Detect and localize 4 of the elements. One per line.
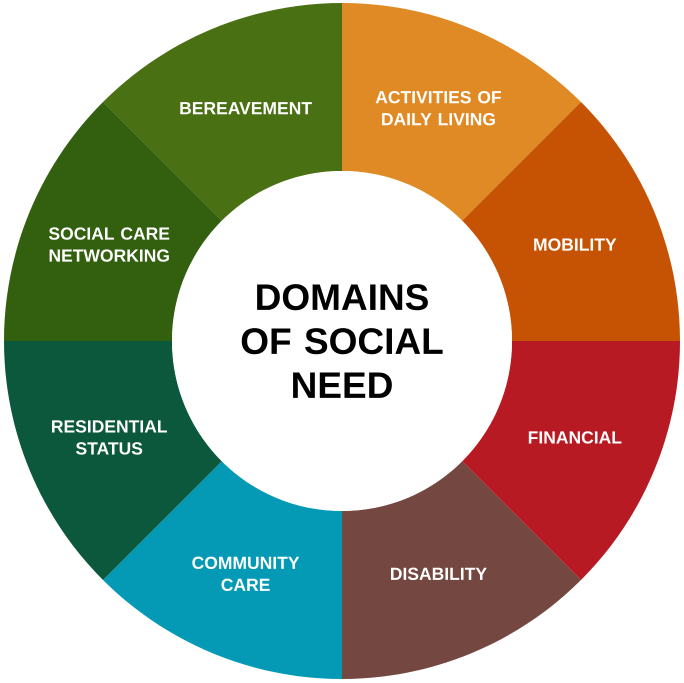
donut-segment: ACTIVITIES OF DAILY LIVING: [342, 3, 581, 221]
donut-segment: DISABILITY: [342, 461, 581, 679]
donut-segment: BEREAVEMENT: [103, 3, 342, 221]
donut-segment: COMMUNITY CARE: [103, 461, 342, 679]
